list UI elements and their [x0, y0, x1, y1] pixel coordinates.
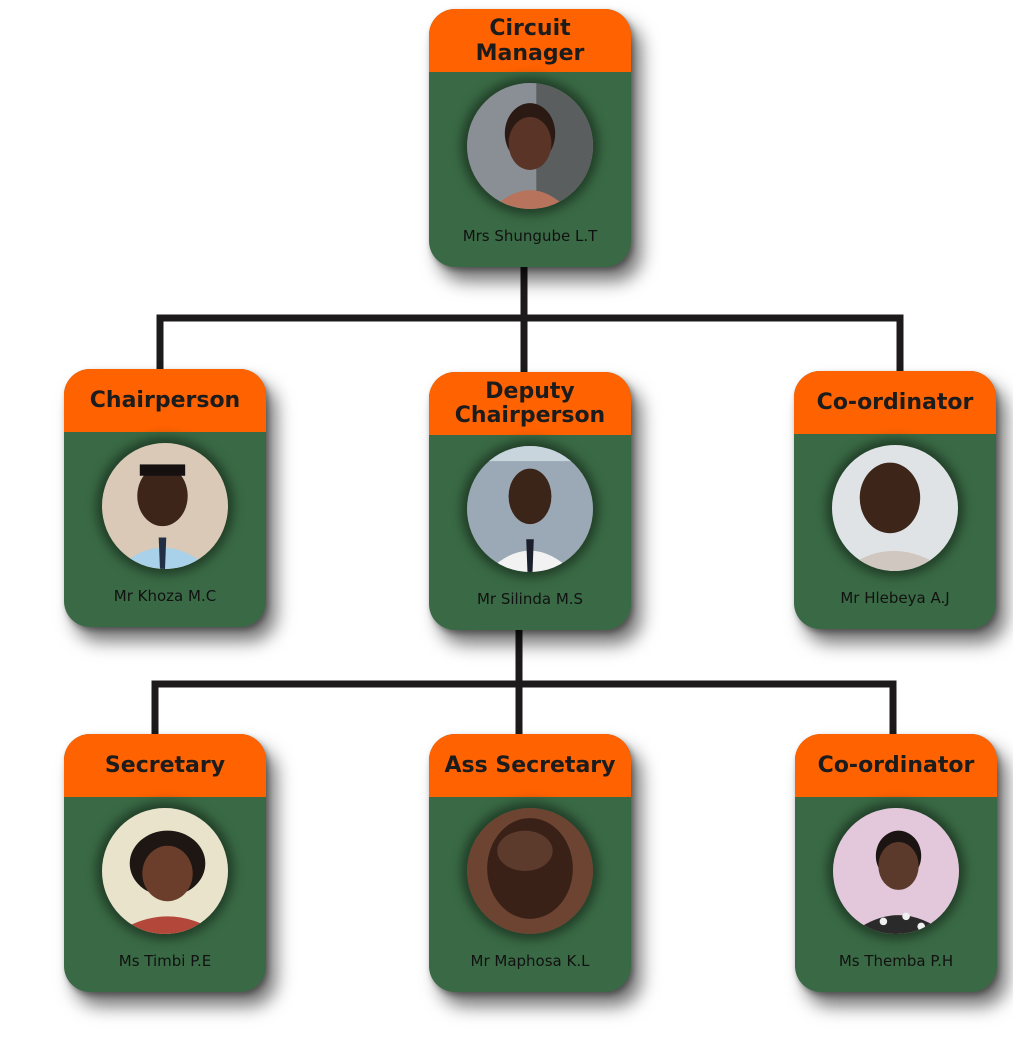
person-name: Mr Silinda M.S	[476, 590, 584, 608]
person-photo	[467, 808, 593, 934]
person-photo	[832, 445, 958, 571]
person-photo	[102, 443, 228, 569]
person-name: Mr Khoza M.C	[113, 587, 217, 605]
role-title: Ass Secretary	[429, 734, 631, 797]
role-title: Deputy Chairperson	[429, 372, 631, 435]
card-co-ordinator-1: Co-ordinator Mr Hlebeya A.J	[794, 371, 996, 629]
card-deputy-chairperson: Deputy Chairperson Mr Silinda M.S	[429, 372, 631, 630]
role-title: Co-ordinator	[795, 734, 997, 797]
card-ass-secretary: Ass Secretary Mr Maphosa K.L	[429, 734, 631, 992]
person-name: Mrs Shungube L.T	[462, 227, 598, 245]
person-photo	[833, 808, 959, 934]
card-chairperson: Chairperson Mr Khoza M.C	[64, 369, 266, 627]
person-photo	[467, 446, 593, 572]
person-name: Ms Timbi P.E	[118, 952, 212, 970]
role-title: Secretary	[64, 734, 266, 797]
person-name: Ms Themba P.H	[838, 952, 954, 970]
role-title: Chairperson	[64, 369, 266, 432]
person-photo	[102, 808, 228, 934]
role-title: Co-ordinator	[794, 371, 996, 434]
card-co-ordinator-2: Co-ordinator Ms Themba P.H	[795, 734, 997, 992]
card-circuit-manager: Circuit Manager Mrs Shungube L.T	[429, 9, 631, 267]
role-title: Circuit Manager	[429, 9, 631, 72]
person-name: Mr Hlebeya A.J	[840, 589, 950, 607]
card-secretary: Secretary Ms Timbi P.E	[64, 734, 266, 992]
person-name: Mr Maphosa K.L	[470, 952, 590, 970]
person-photo	[467, 83, 593, 209]
